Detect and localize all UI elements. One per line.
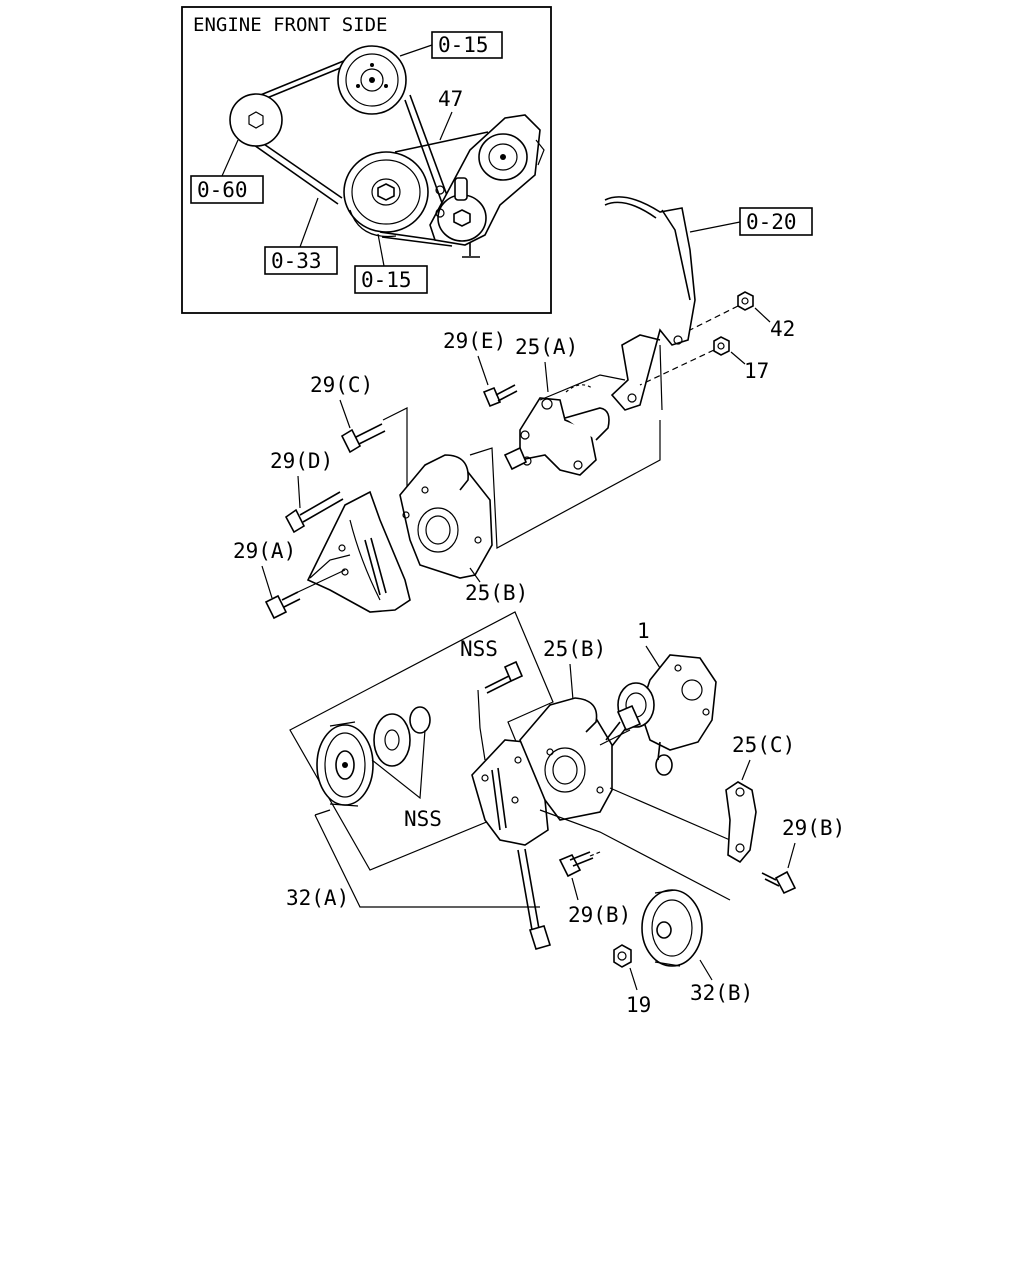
label-belt-47: 47 — [438, 87, 463, 141]
left-pulley — [229, 93, 283, 147]
bolt-29e: 29(E) — [443, 329, 518, 408]
bolt-29b-lower: 29(B) — [558, 851, 631, 927]
bolt-29b-right: 29(B) — [761, 816, 845, 895]
drive-belt — [253, 59, 489, 247]
ref-top-pulley: 0-15 — [399, 31, 503, 59]
long-bolt — [517, 848, 552, 950]
label-bracket-25a: 25(A) — [515, 335, 578, 359]
label-nut-19: 19 — [626, 993, 651, 1017]
inset-frame — [181, 6, 552, 314]
label-pulley-32a: 32(A) — [286, 809, 540, 910]
bolt-29c: 29(C) — [310, 373, 408, 495]
label-bolt-29b-right: 29(B) — [782, 816, 845, 840]
pulley-assembly-frame — [289, 611, 554, 871]
label-bracket-25b-lower: 25(B) — [543, 637, 606, 661]
label-pulley-32a-text: 32(A) — [286, 886, 349, 910]
ref-top-pulley-text: 0-15 — [438, 33, 489, 57]
ref-left-pulley-text: 0-60 — [197, 178, 248, 202]
nss-bolt: NSS — [460, 637, 524, 761]
top-pulley — [337, 45, 407, 115]
ref-bottom-pulley-text: 0-15 — [361, 268, 412, 292]
label-bracket-25c: 25(C) — [732, 733, 795, 757]
bracket-25b-lower: 25(B) — [471, 637, 731, 901]
nut-42: 42 — [689, 291, 795, 341]
engine-cover — [604, 196, 741, 411]
bracket-25c: 25(C) — [725, 733, 795, 864]
bracket-25a: 25(A) — [503, 335, 626, 476]
ref-bottom-pulley: 0-15 — [354, 233, 428, 294]
label-bolt-29c: 29(C) — [310, 373, 373, 397]
label-nut-17: 17 — [744, 359, 769, 383]
crank-pulley — [343, 151, 429, 238]
label-nss-pulley: NSS — [404, 807, 442, 831]
label-nss-top: NSS — [460, 637, 498, 661]
ref-engine-cover: 0-20 — [739, 207, 813, 236]
label-nss-pulley-text: NSS — [404, 807, 442, 831]
inset-engine-front-side: ENGINE FRONT SIDE — [181, 6, 552, 314]
label-nut-42: 42 — [770, 317, 795, 341]
label-bolt-29d: 29(D) — [270, 449, 333, 473]
inset-title: ENGINE FRONT SIDE — [193, 14, 387, 36]
tensioner-assembly — [429, 114, 545, 258]
label-bolt-29e: 29(E) — [443, 329, 506, 353]
ref-engine-cover-text: 0-20 — [746, 210, 797, 234]
label-pump-1: 1 — [637, 619, 650, 643]
bolt-29a: 29(A) — [233, 539, 346, 620]
label-bolt-29b-lower: 29(B) — [568, 903, 631, 927]
pulley-32b: 32(B) — [641, 889, 753, 1005]
nut-19: 19 — [613, 944, 651, 1017]
label-bolt-29a: 29(A) — [233, 539, 296, 563]
label-belt-47-text: 47 — [438, 87, 463, 111]
label-bracket-25b-upper: 25(B) — [465, 581, 528, 605]
ref-crank-pulley-text: 0-33 — [271, 249, 322, 273]
pulley-32a — [316, 706, 431, 807]
ref-crank-pulley: 0-33 — [264, 197, 338, 275]
bolt-29d: 29(D) — [270, 449, 344, 534]
bracket-25b-upper: 25(B) — [306, 420, 661, 613]
ref-left-pulley: 0-60 — [190, 139, 264, 204]
power-steering-pump: 1 — [605, 619, 717, 776]
nut-17: 17 — [639, 336, 769, 386]
label-pulley-32b: 32(B) — [690, 981, 753, 1005]
